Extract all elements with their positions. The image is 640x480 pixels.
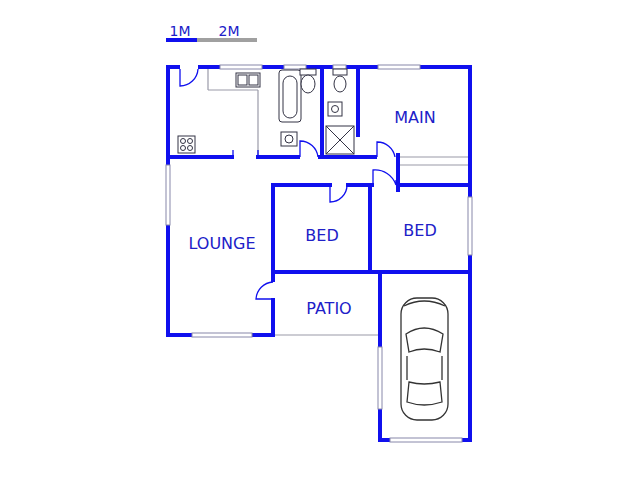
door-swings (180, 69, 396, 299)
room-label: LOUNGE (188, 236, 255, 252)
scale-label: 1M (170, 24, 191, 38)
room-label: BED (305, 228, 338, 244)
thin-lines (208, 69, 468, 335)
room-label: MAIN (394, 110, 435, 126)
walls (168, 67, 470, 440)
room-label: PATIO (306, 301, 351, 317)
scale-bar (166, 40, 257, 41)
fixtures (178, 69, 354, 154)
room-label: BED (403, 223, 436, 239)
car-symbol (401, 298, 448, 420)
windows (166, 65, 472, 442)
scale-label: 2M (219, 24, 240, 38)
